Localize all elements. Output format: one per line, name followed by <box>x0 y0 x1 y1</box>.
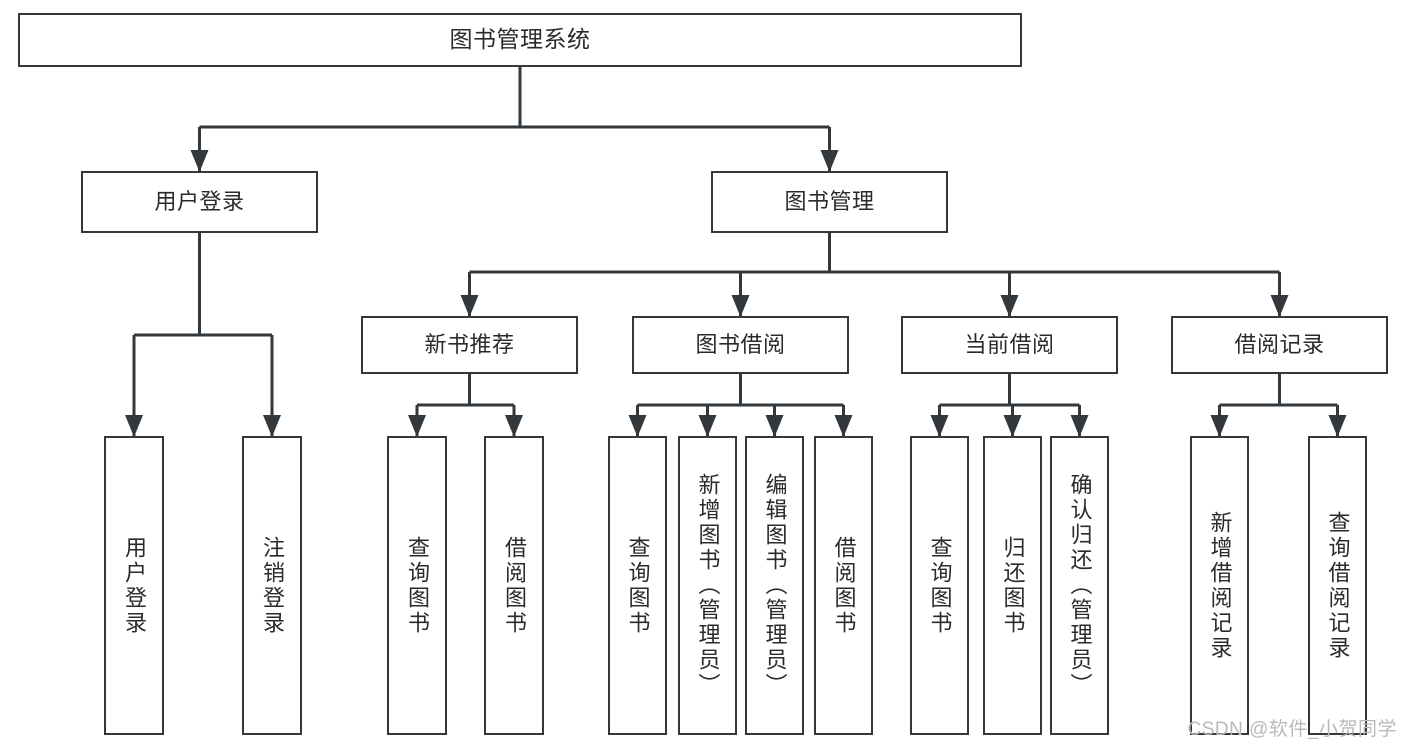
node-leaf-query-book-3[interactable]: 查询图书 <box>910 436 969 735</box>
node-new-book-rec[interactable]: 新书推荐 <box>361 316 578 374</box>
node-label: 注销登录 <box>260 535 285 636</box>
arrowhead-icon <box>820 150 839 172</box>
arrowhead-icon <box>1270 295 1289 317</box>
arrowhead-icon <box>698 415 717 437</box>
node-label: 新书推荐 <box>424 332 515 358</box>
arrowhead-icon <box>765 415 784 437</box>
node-leaf-logout[interactable]: 注销登录 <box>242 436 302 735</box>
node-label: 新增借阅记录 <box>1207 510 1233 661</box>
node-label: 用户登录 <box>122 535 147 636</box>
arrowhead-icon <box>930 415 949 437</box>
arrowhead-icon <box>628 415 647 437</box>
node-book-manage[interactable]: 图书管理 <box>711 171 948 233</box>
watermark-text: CSDN @软件_小贺同学 <box>1187 719 1397 740</box>
node-label: 借阅图书 <box>831 535 857 636</box>
node-root[interactable]: 图书管理系统 <box>18 13 1022 67</box>
node-label: 用户登录 <box>154 189 245 215</box>
arrowhead-icon <box>834 415 853 437</box>
node-leaf-query-record[interactable]: 查询借阅记录 <box>1308 436 1367 735</box>
arrowhead-icon <box>408 415 426 437</box>
node-leaf-add-book[interactable]: 新增图书（管理员） <box>678 436 737 735</box>
node-label: 图书管理系统 <box>449 26 591 53</box>
node-label: 查询图书 <box>405 535 430 636</box>
node-label: 查询借阅记录 <box>1325 510 1351 661</box>
node-label: 借阅记录 <box>1234 332 1325 358</box>
node-label: 图书管理 <box>784 189 875 215</box>
arrowhead-icon <box>460 295 479 317</box>
node-current-borrow[interactable]: 当前借阅 <box>901 316 1118 374</box>
node-leaf-add-record[interactable]: 新增借阅记录 <box>1190 436 1249 735</box>
node-leaf-confirm-return[interactable]: 确认归还（管理员） <box>1050 436 1109 735</box>
node-label: 编辑图书（管理员） <box>762 473 788 698</box>
arrowhead-icon <box>1210 415 1229 437</box>
arrowhead-icon <box>125 415 143 437</box>
arrowhead-icon <box>1328 415 1347 437</box>
node-label: 查询图书 <box>927 535 953 636</box>
arrowhead-icon <box>1003 415 1022 437</box>
arrowhead-icon <box>1070 415 1089 437</box>
arrowhead-icon <box>505 415 523 437</box>
node-book-borrow[interactable]: 图书借阅 <box>632 316 849 374</box>
node-borrow-record[interactable]: 借阅记录 <box>1171 316 1388 374</box>
node-label: 新增图书（管理员） <box>695 473 721 698</box>
node-leaf-query-book-1[interactable]: 查询图书 <box>387 436 447 735</box>
arrowhead-icon <box>190 150 209 172</box>
arrowhead-icon <box>1000 295 1019 317</box>
node-user-login[interactable]: 用户登录 <box>81 171 318 233</box>
arrowhead-icon <box>263 415 281 437</box>
node-label: 图书借阅 <box>695 332 786 358</box>
node-leaf-return-book[interactable]: 归还图书 <box>983 436 1042 735</box>
node-label: 确认归还（管理员） <box>1067 473 1093 698</box>
node-label: 借阅图书 <box>502 535 527 636</box>
node-label: 归还图书 <box>1000 535 1026 636</box>
node-label: 查询图书 <box>625 535 651 636</box>
node-leaf-borrow-book-2[interactable]: 借阅图书 <box>814 436 873 735</box>
node-leaf-borrow-book-1[interactable]: 借阅图书 <box>484 436 544 735</box>
node-leaf-user-login[interactable]: 用户登录 <box>104 436 164 735</box>
node-leaf-edit-book[interactable]: 编辑图书（管理员） <box>745 436 804 735</box>
node-leaf-query-book-2[interactable]: 查询图书 <box>608 436 667 735</box>
node-label: 当前借阅 <box>964 332 1055 358</box>
arrowhead-icon <box>731 295 750 317</box>
